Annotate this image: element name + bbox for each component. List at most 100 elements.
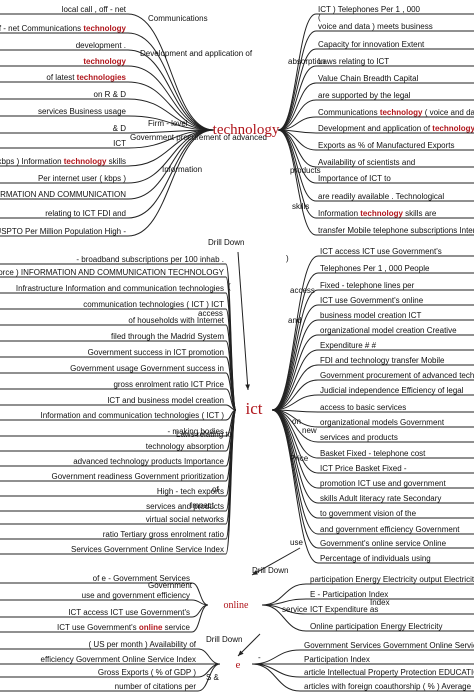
- technology-left-leaf-part: skills: [106, 157, 126, 166]
- technology-right-leaf: Availability of scientists and: [318, 158, 415, 167]
- technology-right-leaf-part: skills are: [403, 209, 437, 218]
- ict-left-leaf: ratio Tertiary gross enrolment ratio: [103, 530, 225, 539]
- technology-left-leaf-part: technology: [83, 24, 126, 33]
- ict-right_mid-node: Price: [290, 454, 309, 463]
- technology-right_mid-node: products: [290, 166, 321, 175]
- ict-left_mid-node: (: [228, 282, 231, 291]
- ict-left-connector: [225, 409, 237, 555]
- technology-right-leaf-part: transfer Mobile telephone subscriptions …: [318, 226, 474, 235]
- e-left-leaf: Gross Exports ( % of GDP ): [98, 668, 196, 677]
- ict-left_mid-node: of: [212, 485, 219, 494]
- technology-right_mid-node: absorption: [288, 57, 325, 66]
- technology-left-leaf: ( kbps ) Information technology skills: [0, 157, 126, 166]
- ict-right-leaf: Percentage of individuals using: [320, 554, 431, 563]
- online-right-leaf-part: ICT Expenditure as: [310, 605, 378, 614]
- ict-right_mid-node: and: [288, 316, 301, 325]
- technology-left-leaf: labor force ) INFORMATION AND COMMUNICAT…: [0, 190, 126, 199]
- online-right-leaf: ICT Expenditure as: [310, 605, 378, 614]
- technology-right-connector: [277, 13, 317, 131]
- technology-right-leaf-part: voice and data ) meets business: [318, 22, 433, 31]
- hub-ict: ict: [246, 399, 263, 418]
- ict-right_mid-node: use: [290, 538, 303, 547]
- drill-down-arrow: [251, 547, 301, 576]
- ict-left-leaf: Services Government Online Service Index: [71, 545, 224, 554]
- ict-right-connector: [271, 409, 319, 564]
- technology-left-leaf: technology: [83, 57, 126, 66]
- technology-right-leaf: Communications technology ( voice and da…: [318, 108, 474, 117]
- technology-left-leaf: services Business usage: [38, 107, 127, 116]
- online-right-leaf: Online participation Energy Electricity: [310, 622, 443, 631]
- ict-right-leaf: and government efficiency Government: [320, 525, 460, 534]
- technology-left-connector: [127, 129, 215, 149]
- online-right-leaf: participation Energy Electricity output …: [310, 575, 474, 584]
- technology-left-connector: [127, 32, 215, 131]
- technology-right-leaf-part: Information: [318, 209, 360, 218]
- online-right-leaf-part: Online participation Energy Electricity: [310, 622, 443, 631]
- ict-right_mid-node: access: [290, 286, 315, 295]
- technology-left-leaf: ICT: [113, 139, 126, 148]
- ict-right-leaf: FDI and technology transfer Mobile: [320, 356, 445, 365]
- online-right-leaf: E - Participation Index: [310, 590, 388, 599]
- technology-right-leaf: are readily available . Technological: [318, 192, 444, 201]
- ict-left-leaf: virtual social networks: [146, 515, 224, 524]
- drill-down-label: Drill Down: [208, 238, 244, 247]
- technology-left-leaf-part: local call , off - net: [62, 5, 127, 14]
- technology-left_mid-node: Information: [162, 165, 202, 174]
- ict-right-leaf: organizational model creation Creative: [320, 326, 457, 335]
- technology-left-leaf-part: & D: [113, 124, 127, 133]
- ict-left-leaf: communication technologies ( ICT ) ICT: [83, 300, 224, 309]
- technology-left-leaf-part: technologies: [77, 73, 127, 82]
- ict-left-leaf: advanced technology products Importance: [73, 457, 224, 466]
- technology-right-leaf-part: Importance of ICT to: [318, 174, 391, 183]
- technology-right-leaf: Development and application of technolog…: [318, 124, 474, 133]
- technology-left-leaf-part: Per internet user ( kbps ): [38, 174, 126, 183]
- technology-right-leaf-part: technology: [360, 209, 403, 218]
- e-right-leaf: articles with foreign coauthorship ( % )…: [304, 682, 472, 691]
- online-left-leaf: use and government efficiency: [82, 591, 190, 600]
- hub-technology: technology: [213, 122, 280, 138]
- technology-right-leaf: Importance of ICT to: [318, 174, 391, 183]
- technology-right-leaf: voice and data ) meets business: [318, 22, 433, 31]
- technology-right-connector: [277, 99, 317, 131]
- ict-left_mid-node: Impact: [190, 501, 215, 510]
- ict-right-leaf: business model creation ICT: [320, 311, 421, 320]
- technology-left-leaf: off - net Communications technology: [0, 24, 127, 33]
- drill-down-label: Drill Down: [252, 566, 288, 575]
- technology-left-connector: [127, 115, 215, 131]
- e-left-leaf: number of citations per: [115, 682, 197, 691]
- e-right-leaf: Participation Index: [304, 655, 370, 664]
- ict-left-leaf: force ) INFORMATION AND COMMUNICATION TE…: [0, 268, 225, 277]
- technology-left-leaf-part: USPTO Per Million Population High -: [0, 227, 126, 236]
- technology-right-leaf-part: Capacity for innovation Extent: [318, 40, 425, 49]
- ict-right-leaf: Government's online service Online: [320, 539, 447, 548]
- online-left-leaf: ICT use Government's online service: [57, 623, 191, 632]
- hub-e: e: [236, 659, 241, 671]
- online-left-leaf-part: ICT access ICT use Government's: [68, 608, 190, 617]
- online-left_mid-node: Government: [148, 581, 193, 590]
- ict-right-leaf: Judicial independence Efficiency of lega…: [320, 386, 464, 395]
- ict-left-leaf: gross enrolment ratio ICT Price: [113, 380, 224, 389]
- technology-right-leaf-part: are readily available . Technological: [318, 192, 444, 201]
- ict-right-connector: [271, 304, 319, 411]
- ict-left-leaf: Information and communication technologi…: [41, 411, 225, 420]
- technology-left-leaf-part: ( kbps ) Information: [0, 157, 64, 166]
- technology-right-leaf: ICT ) Telephones Per 1 , 000: [318, 5, 421, 14]
- technology-left-leaf: USPTO Per Million Population High -: [0, 227, 126, 236]
- e-left-leaf: efficiency Government Online Service Ind…: [41, 655, 196, 664]
- technology-left-leaf-part: relating to ICT FDI and: [45, 209, 126, 218]
- technology-left-leaf: relating to ICT FDI and: [45, 209, 126, 218]
- technology-right-leaf-part: Value Chain Breadth Capital: [318, 74, 419, 83]
- technology-left-leaf-part: ICT: [113, 139, 126, 148]
- ict-left-leaf: filed through the Madrid System: [111, 332, 224, 341]
- online-right-leaf-part: E - Participation Index: [310, 590, 388, 599]
- technology-right-connector: [277, 48, 317, 131]
- technology-left_mid-node: Firm - level: [148, 119, 188, 128]
- ict-right_mid-node: ): [286, 254, 289, 263]
- ict-right-connector: [271, 319, 319, 411]
- ict-right-leaf: Government procurement of advanced techn…: [320, 371, 474, 380]
- technology-left-leaf-part: development .: [76, 41, 126, 50]
- e-right-connector: [251, 663, 301, 678]
- technology-left-leaf-part: technology: [64, 157, 107, 166]
- technology-left_mid-node: Communications: [148, 14, 208, 23]
- ict-right-leaf: services and products: [320, 433, 398, 442]
